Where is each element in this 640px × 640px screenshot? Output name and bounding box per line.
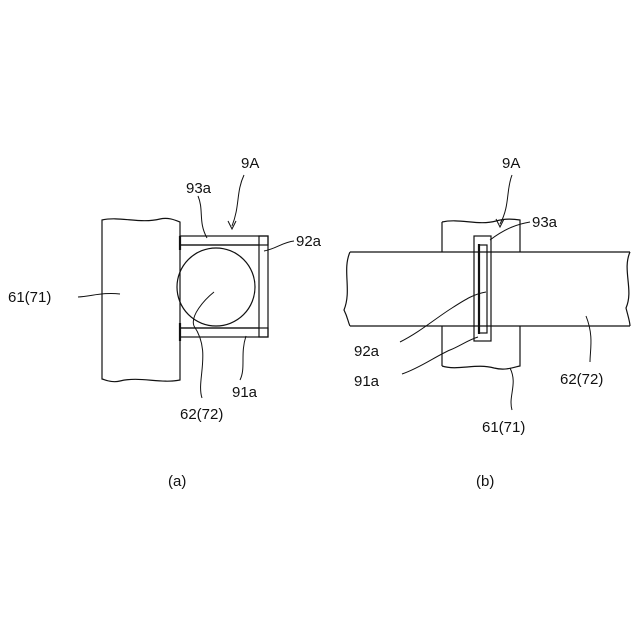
caption-a: (a) bbox=[168, 473, 186, 490]
leader-93a-b bbox=[490, 222, 530, 240]
label-61-a: 61(71) bbox=[8, 289, 51, 306]
leader-91a-b bbox=[402, 337, 478, 374]
label-9a-b: 9A bbox=[502, 155, 520, 172]
label-92a-b: 92a bbox=[354, 343, 380, 360]
horizontal-member-right-break bbox=[626, 252, 630, 326]
leader-62-a bbox=[193, 292, 214, 398]
leader-61-b bbox=[510, 368, 513, 410]
leader-92a-b bbox=[400, 292, 486, 342]
leader-9a-a bbox=[232, 175, 244, 226]
figure-a: 9A 93a 92a 61(71) 91a 62(72) (a) bbox=[8, 155, 322, 490]
label-91a-a: 91a bbox=[232, 384, 258, 401]
left-member-outline bbox=[102, 218, 180, 381]
top-plate-93a bbox=[180, 236, 268, 245]
label-62-b: 62(72) bbox=[560, 371, 603, 388]
label-61-b: 61(71) bbox=[482, 419, 525, 436]
label-62-a: 62(72) bbox=[180, 406, 223, 423]
leader-91a-a bbox=[240, 336, 246, 380]
bottom-plate-91a bbox=[180, 328, 268, 337]
round-member-62 bbox=[177, 248, 255, 326]
label-93a-a: 93a bbox=[186, 180, 212, 197]
label-92a-a: 92a bbox=[296, 233, 322, 250]
horizontal-member-left-break bbox=[344, 252, 350, 326]
leader-9a-b bbox=[500, 175, 512, 224]
caption-b: (b) bbox=[476, 473, 494, 490]
side-plate-92a bbox=[259, 236, 268, 337]
label-9a-a: 9A bbox=[241, 155, 259, 172]
leader-93a-a bbox=[198, 196, 207, 238]
leader-61-a bbox=[78, 293, 120, 297]
label-91a-b: 91a bbox=[354, 373, 380, 390]
figure-b: 9A 93a 92a 91a 61(71) 62(72) (b) bbox=[344, 155, 630, 490]
side-plate-92a bbox=[479, 245, 487, 333]
leader-62-b bbox=[586, 316, 591, 362]
label-93a-b: 93a bbox=[532, 214, 558, 231]
